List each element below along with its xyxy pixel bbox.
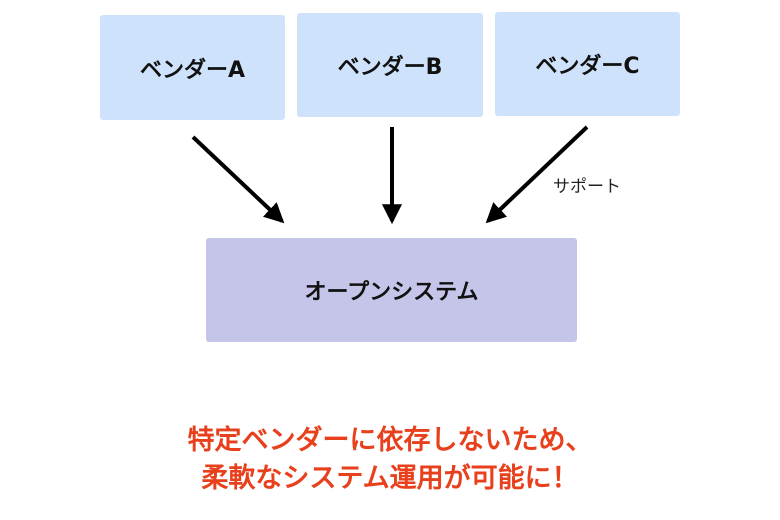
arrow-vendor-a-to-system	[191, 135, 285, 224]
vendor-a-box: ベンダーA	[100, 15, 285, 120]
arrow-vendor-c-to-system	[485, 125, 589, 224]
vendor-a-label: ベンダーA	[139, 57, 246, 83]
vendor-c-box: ベンダーC	[495, 12, 680, 116]
vendor-b-box: ベンダーB	[297, 13, 483, 117]
vendor-b-label: ベンダーB	[337, 55, 443, 80]
open-system-label: オープンシステム	[304, 280, 479, 305]
support-label: サポート	[553, 177, 621, 197]
summary-message-line-1: 特定ベンダーに依存しないため、	[187, 425, 593, 456]
summary-message: 特定ベンダーに依存しないため、 柔軟なシステム運用が可能に！	[0, 422, 780, 498]
summary-message-line-2: 柔軟なシステム運用が可能に！	[201, 463, 579, 494]
vendor-c-label: ベンダーC	[535, 54, 640, 79]
open-system-box: オープンシステム	[206, 238, 577, 342]
